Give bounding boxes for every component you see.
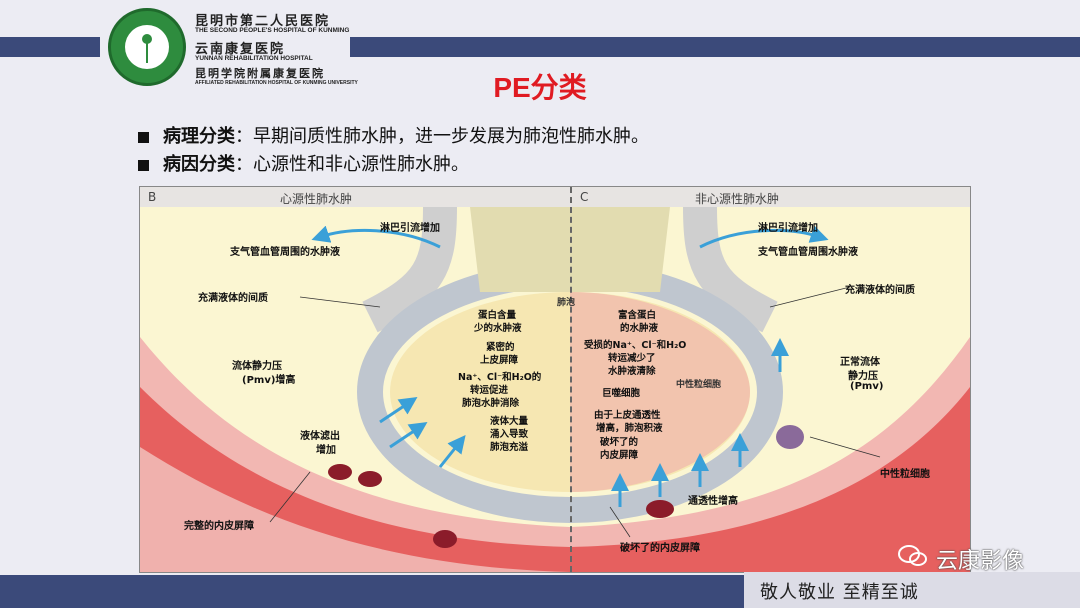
hospital-name-line-2: THE SECOND PEOPLE'S HOSPITAL OF KUNMING — [195, 27, 350, 34]
left-tight-label: 上皮屏障 — [480, 355, 519, 366]
right-damaged-label: 水肿液清除 — [608, 366, 656, 377]
left-filtration-label: 液体滤出 — [300, 431, 340, 442]
bullet-separator: ： — [235, 126, 253, 147]
bullet-square-icon — [138, 131, 149, 143]
right-neutrophil-inner-label: 中性粒细胞 — [676, 380, 722, 390]
wechat-icon — [898, 545, 927, 566]
hospital-name-line-6: AFFILIATED REHABILITATION HOSPITAL OF KU… — [195, 80, 358, 86]
bullet-item: 病因分类：心源性和非心源性肺水肿。 — [138, 151, 649, 179]
slogan-text: 敬人敬业 至精至诚 — [760, 582, 919, 603]
hospital-name-line-5: 昆明学院附属康复医院 — [195, 67, 325, 80]
right-permeability-label: 通透性增高 — [688, 496, 738, 507]
left-flood-label: 液体大量 — [490, 416, 529, 427]
bullet-text: 心源性和非心源性肺水肿。 — [253, 154, 469, 175]
left-endothelium-label: 完整的内皮屏障 — [184, 521, 254, 532]
left-pmv-label: (Pmv)增高 — [242, 375, 296, 386]
bullet-list: 病理分类：早期间质性肺水肿，进一步发展为肺泡性肺水肿。 病因分类：心源性和非心源… — [138, 123, 649, 179]
right-normal-pressure-label: (Pmv) — [850, 381, 884, 392]
right-edema-label: 支气管血管周围水肿液 — [758, 247, 858, 258]
left-lymph-label: 淋巴引流增加 — [380, 223, 440, 234]
left-filtration-label: 增加 — [316, 445, 336, 456]
right-protein-label: 富含蛋白 — [618, 310, 657, 321]
left-transport-label: 转运促进 — [470, 385, 509, 396]
bullet-text: 早期间质性肺水肿，进一步发展为肺泡性肺水肿。 — [253, 126, 649, 147]
watermark-text: 云康影像 — [936, 549, 1025, 574]
left-tight-label: 紧密的 — [486, 342, 515, 353]
right-macrophage-label: 巨噬细胞 — [602, 388, 641, 399]
left-interstitium-label: 充满液体的间质 — [198, 293, 268, 304]
left-transport-label: 肺泡水肿消除 — [462, 398, 520, 409]
right-normal-pressure-label: 静力压 — [848, 371, 878, 382]
left-flood-label: 涌入导致 — [490, 429, 529, 440]
alveolus-label: 肺泡 — [557, 298, 576, 308]
right-damaged-label: 转运减少了 — [608, 353, 656, 364]
panel-b-letter: B — [148, 190, 157, 204]
left-protein-label: 蛋白含量 — [478, 310, 517, 321]
hospital-logo — [108, 8, 186, 86]
right-protein-label: 的水肿液 — [620, 323, 659, 334]
slogan-box — [744, 572, 1080, 608]
bullet-term: 病因分类 — [163, 154, 235, 175]
panel-c-title: 非心源性肺水肿 — [695, 192, 780, 206]
panel-b-title: 心源性肺水肿 — [280, 192, 353, 206]
bullet-square-icon — [138, 159, 149, 171]
left-transport-label: Na⁺、Cl⁻和H₂O的 — [458, 372, 542, 383]
pulmonary-edema-diagram: B 心源性肺水肿 C 非心源性肺水肿 肺泡 淋巴引流增加 支气管血管周围的水肿液… — [139, 186, 971, 573]
right-damaged-label: 受损的Na⁺、Cl⁻和H₂O — [584, 340, 687, 351]
left-flood-label: 肺泡充溢 — [490, 442, 529, 453]
left-protein-label: 少的水肿液 — [474, 323, 522, 334]
right-epithelium-label: 增高，肺泡积液 — [596, 423, 663, 434]
right-broken-barrier-label: 破坏了的 — [600, 437, 639, 448]
hospital-name-line-1: 昆明市第二人民医院 — [195, 14, 331, 29]
right-normal-pressure-label: 正常流体 — [840, 357, 880, 368]
panel-divider — [570, 187, 572, 572]
panel-c-letter: C — [580, 190, 589, 204]
right-broken-barrier-label: 内皮屏障 — [600, 450, 639, 461]
left-pressure-label: 流体静力压 — [232, 361, 282, 372]
bullet-item: 病理分类：早期间质性肺水肿，进一步发展为肺泡性肺水肿。 — [138, 123, 649, 151]
hospital-name-line-3: 云南康复医院 — [195, 42, 286, 57]
right-interstitium-label: 充满液体的间质 — [845, 285, 915, 296]
diagram-header-strip — [140, 187, 970, 207]
tree-icon — [142, 34, 152, 63]
right-broken-endothelium-label: 破坏了的内皮屏障 — [620, 543, 700, 554]
right-neutrophil-label: 中性粒细胞 — [880, 469, 930, 480]
slide-title: PE分类 — [493, 72, 587, 103]
right-epithelium-label: 由于上皮通透性 — [594, 410, 661, 421]
left-edema-label: 支气管血管周围的水肿液 — [230, 247, 340, 258]
right-lymph-label: 淋巴引流增加 — [758, 223, 818, 234]
hospital-name-line-4: YUNNAN REHABILITATION HOSPITAL — [195, 55, 313, 62]
bullet-term: 病理分类 — [163, 126, 235, 147]
bullet-separator: ： — [235, 154, 253, 175]
